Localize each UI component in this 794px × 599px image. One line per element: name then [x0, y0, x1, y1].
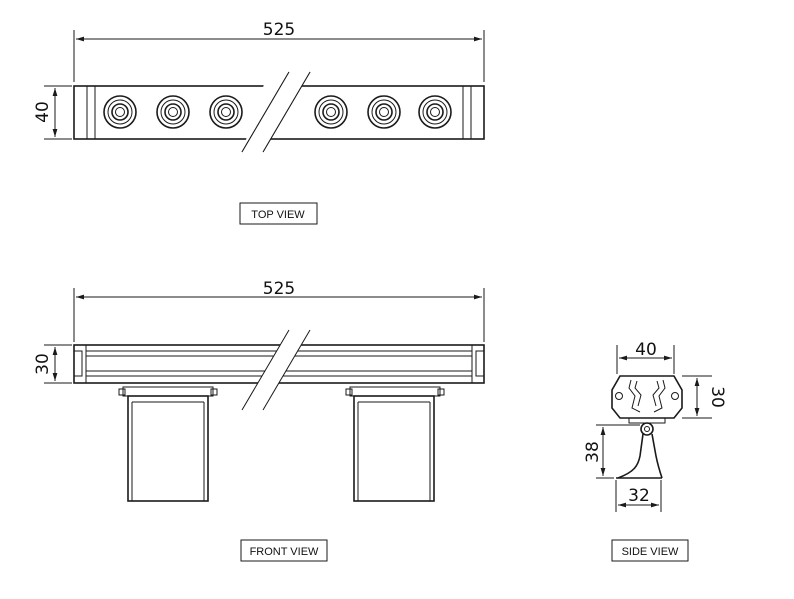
top-view-length-value: 525: [263, 20, 295, 40]
top-view-height-dimension: 40: [33, 85, 72, 140]
side-view-base-dimension: 32: [615, 480, 662, 512]
top-view-height-value: 40: [33, 101, 53, 123]
side-view-width-dimension: 40: [616, 340, 675, 374]
lens-3: [209, 95, 243, 129]
front-view: 525 30: [33, 279, 485, 562]
lens-1: [103, 95, 137, 129]
front-view-length-dimension: 525: [73, 279, 485, 342]
side-view-housing: [611, 375, 683, 419]
side-view-bracket-height-dimension: 38: [583, 424, 640, 479]
front-view-break-lines: [241, 329, 311, 411]
side-view-bracket-height-value: 38: [583, 441, 603, 463]
side-view-height-dimension: 30: [682, 375, 727, 419]
side-view-label: SIDE VIEW: [622, 546, 679, 558]
side-view-base-value: 32: [628, 486, 650, 506]
top-view: 525 40 TOP VIE: [33, 20, 485, 225]
side-view-label-box: SIDE VIEW: [611, 539, 689, 562]
top-view-length-dimension: 525: [73, 20, 485, 82]
top-view-label: TOP VIEW: [251, 209, 305, 221]
front-view-length-value: 525: [263, 279, 295, 299]
lens-2: [156, 95, 190, 129]
lens-6: [418, 95, 452, 129]
top-view-lenses: [103, 95, 452, 129]
front-view-bracket-left: [118, 386, 218, 502]
lens-5: [367, 95, 401, 129]
top-view-body: [73, 71, 485, 153]
front-view-label: FRONT VIEW: [250, 546, 319, 558]
side-view-bracket: [616, 417, 666, 479]
front-view-bracket-right: [345, 386, 445, 502]
front-view-label-box: FRONT VIEW: [240, 539, 328, 562]
top-view-label-box: TOP VIEW: [239, 202, 318, 225]
side-view-width-value: 40: [635, 340, 657, 360]
side-view: 40 30: [583, 340, 727, 562]
front-view-height-dimension: 30: [33, 344, 72, 384]
lens-4: [314, 95, 348, 129]
front-view-height-value: 30: [33, 353, 53, 375]
side-view-height-value: 30: [707, 386, 727, 408]
